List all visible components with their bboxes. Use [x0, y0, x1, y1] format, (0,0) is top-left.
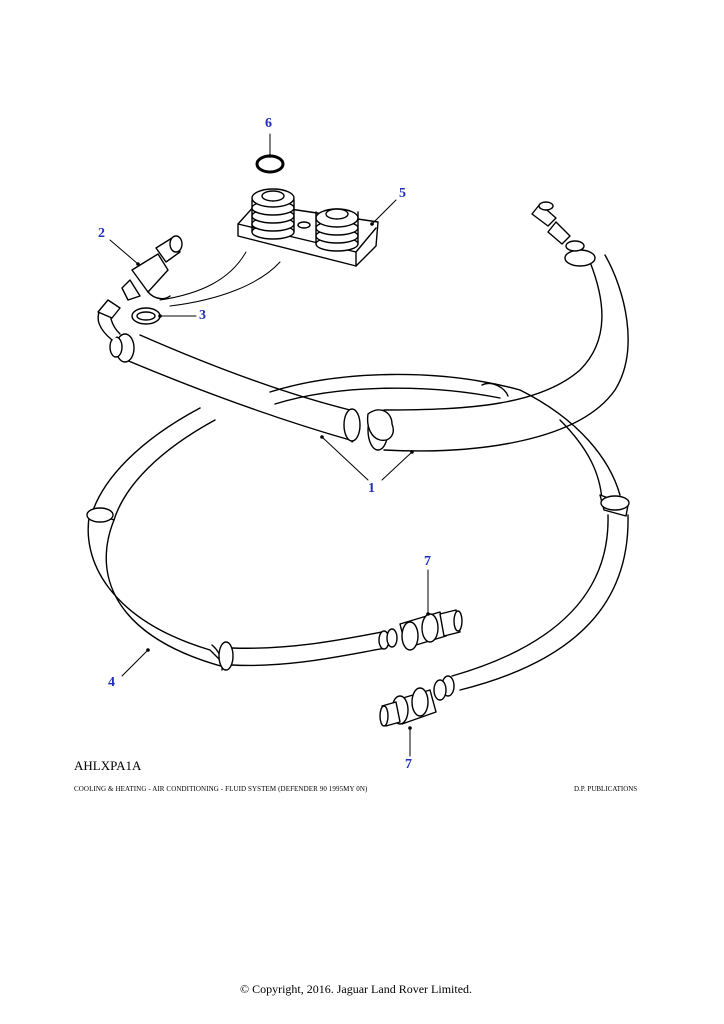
- copyright-notice: © Copyright, 2016. Jaguar Land Rover Lim…: [239, 982, 473, 996]
- o-ring-6: [255, 154, 285, 174]
- callout-4: 4: [108, 675, 115, 690]
- leader-lines: [109, 133, 429, 757]
- callout-1: 1: [368, 481, 375, 496]
- o-ring-3: [131, 307, 161, 325]
- fitting-7-lower: [379, 687, 437, 727]
- callout-7-upper: 7: [424, 554, 431, 569]
- connection-arc: [159, 251, 247, 301]
- valve-fitting: [121, 235, 183, 301]
- diagram-caption: COOLING & HEATING - AIR CONDITIONING - F…: [74, 785, 368, 793]
- parts-diagram: [86, 133, 630, 757]
- callout-6: 6: [265, 116, 272, 131]
- hose-right-loop: [433, 389, 630, 701]
- publisher-label: D.P. PUBLICATIONS: [574, 785, 638, 793]
- centre-joint: [366, 409, 394, 441]
- diagram-code: AHLXPA1A: [74, 758, 142, 773]
- manifold-block: [237, 188, 379, 267]
- callout-3: 3: [199, 308, 206, 323]
- callout-2: 2: [98, 226, 105, 241]
- leader-dots: [136, 154, 430, 730]
- fitting-7-upper: [399, 609, 463, 651]
- callout-5: 5: [399, 186, 406, 201]
- hose-4: [86, 407, 398, 671]
- hose-1-left: [97, 299, 361, 443]
- hose-4-top-arc: [269, 373, 521, 393]
- hose-1-right: [367, 201, 629, 452]
- callout-7-lower: 7: [405, 757, 412, 772]
